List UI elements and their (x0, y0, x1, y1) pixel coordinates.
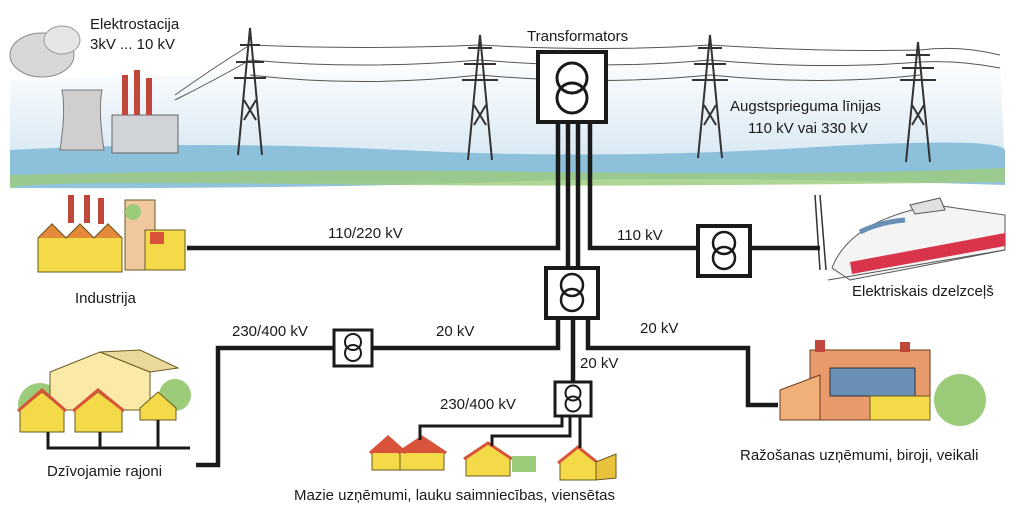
power-station-icon (9, 25, 179, 154)
transformer-icon (544, 266, 600, 320)
power-station-label: Elektrostacija (90, 16, 180, 33)
landscape-background (9, 55, 1005, 190)
railway-voltage-label: 110 kV (617, 227, 663, 244)
transformer-icon (553, 380, 593, 418)
pylon-icon (462, 34, 498, 161)
small-business-label: Mazie uzņēmumi, lauku saimniecības, vien… (294, 487, 615, 504)
power-station-voltage-label: 3kV ... 10 kV (90, 36, 176, 53)
transformer-icon (536, 50, 608, 124)
industry-label: Industrija (75, 290, 136, 307)
house-icon (17, 349, 191, 433)
transformer-icon (332, 328, 374, 368)
transformer-label: Transformators (527, 28, 629, 45)
industrial-20kv-label: 20 kV (640, 320, 679, 337)
railway-label: Elektriskais dzelzceļš (852, 283, 994, 300)
industry-voltage-label: 110/220 kV (328, 225, 403, 242)
pylon-icon (234, 27, 266, 156)
residential-label: Dzīvojamie rajoni (47, 463, 163, 480)
small-business-20kv-label: 20 kV (580, 355, 619, 372)
pylon-icon (900, 41, 936, 163)
house-icon (369, 434, 617, 481)
transformer-icon (696, 224, 752, 278)
hv-lines-voltage-label: 110 kV vai 330 kV (748, 120, 868, 137)
hv-lines-label: Augstsprieguma līnijas (730, 98, 881, 115)
factory-icon (37, 195, 186, 273)
small-business-voltage-label: 230/400 kV (440, 396, 516, 413)
service-drops (46, 414, 582, 450)
pylon-icon (692, 34, 728, 159)
residential-voltage-label: 230/400 kV (232, 323, 308, 340)
distribution-lines (187, 122, 820, 468)
office-icon (779, 340, 986, 426)
residential-20kv-label: 20 kV (436, 323, 475, 340)
commercial-label: Ražošanas uzņēmumi, biroji, veikali (740, 447, 979, 464)
train-icon (814, 194, 1006, 281)
